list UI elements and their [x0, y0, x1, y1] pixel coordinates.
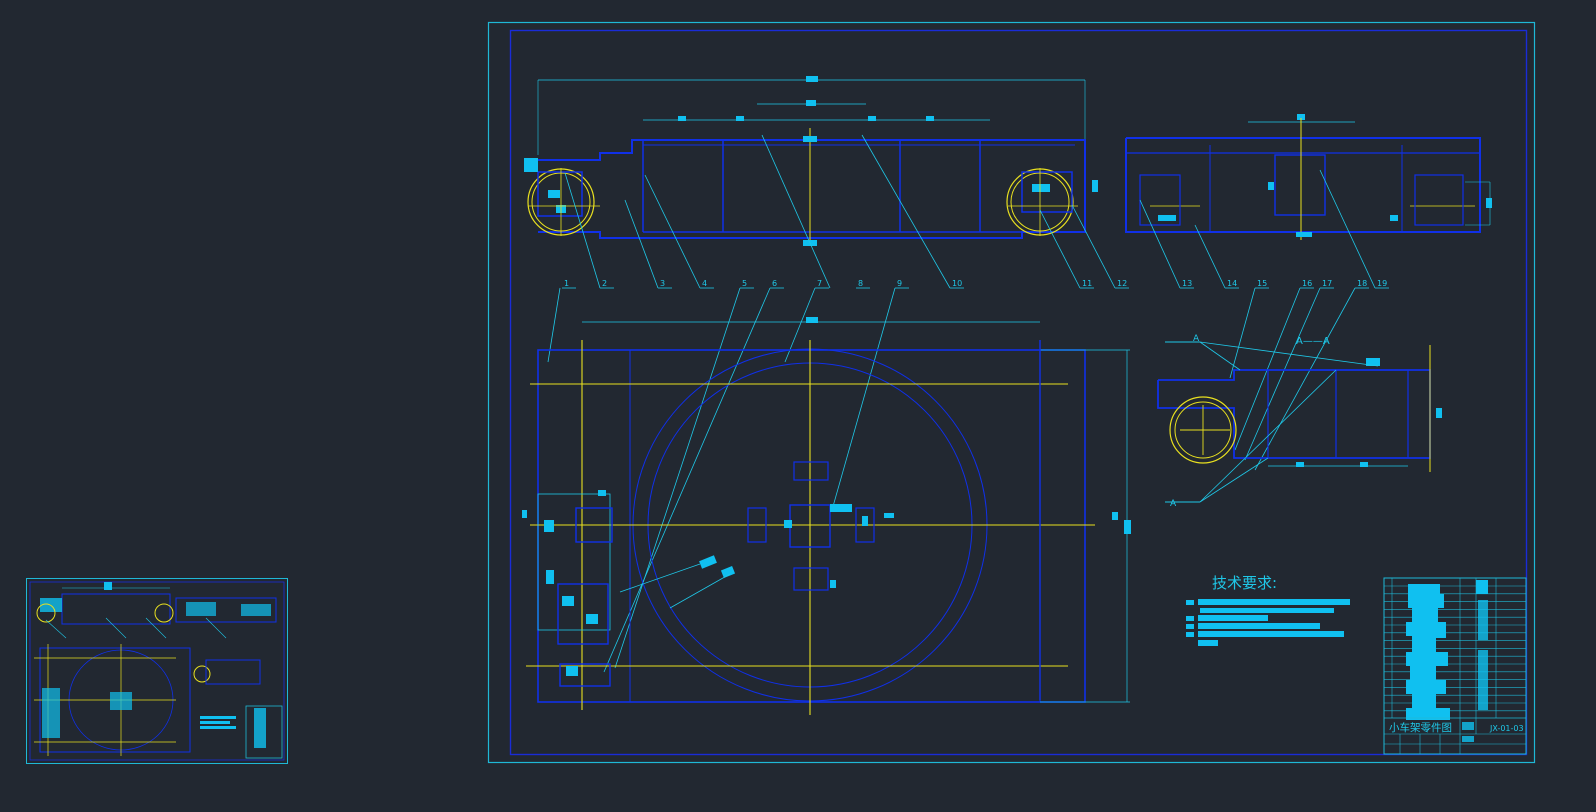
balloon-number: 17	[1322, 279, 1332, 288]
balloon-number: 3	[660, 279, 665, 288]
section-view	[1157, 341, 1442, 503]
side-view	[1125, 114, 1492, 240]
drawing-title: 小车架零件图	[1389, 721, 1452, 734]
balloon-number: 12	[1117, 279, 1127, 288]
balloon-number: 7	[817, 279, 822, 288]
balloon-number: 6	[772, 279, 777, 288]
balloon-number: 8	[858, 279, 863, 288]
tech-requirements-title: 技术要求:	[1212, 574, 1277, 592]
tech-requirements-text	[1186, 599, 1350, 646]
balloon-number: 9	[897, 279, 902, 288]
sheet-outer-frame	[487, 21, 1536, 764]
balloon-number: 1	[564, 279, 569, 288]
parts-list	[1383, 577, 1527, 755]
balloon-number: 4	[702, 279, 707, 288]
balloon-number: 10	[952, 279, 962, 288]
balloon-number: 5	[742, 279, 747, 288]
balloon-number: 19	[1377, 279, 1387, 288]
balloon-number: 14	[1227, 279, 1237, 288]
balloon-number: 15	[1257, 279, 1267, 288]
plan-view	[522, 317, 1131, 715]
balloon-number: 11	[1082, 279, 1092, 288]
balloon-number: 13	[1182, 279, 1192, 288]
leader-lines	[547, 134, 1376, 673]
title-block	[1384, 717, 1526, 754]
section-mark-top: A	[1193, 334, 1200, 344]
sheet-thumbnail[interactable]	[26, 578, 288, 764]
drawing-number: JX-01-03	[1489, 724, 1524, 733]
balloon-number: 2	[602, 279, 607, 288]
thumbnail-drawing	[26, 578, 288, 764]
section-label: A——A	[1296, 336, 1330, 347]
sheet-inner-frame	[509, 29, 1528, 756]
section-mark-bottom: A	[1170, 499, 1177, 509]
balloon-number: 18	[1357, 279, 1367, 288]
balloon-number: 16	[1302, 279, 1312, 288]
front-view	[524, 76, 1098, 246]
